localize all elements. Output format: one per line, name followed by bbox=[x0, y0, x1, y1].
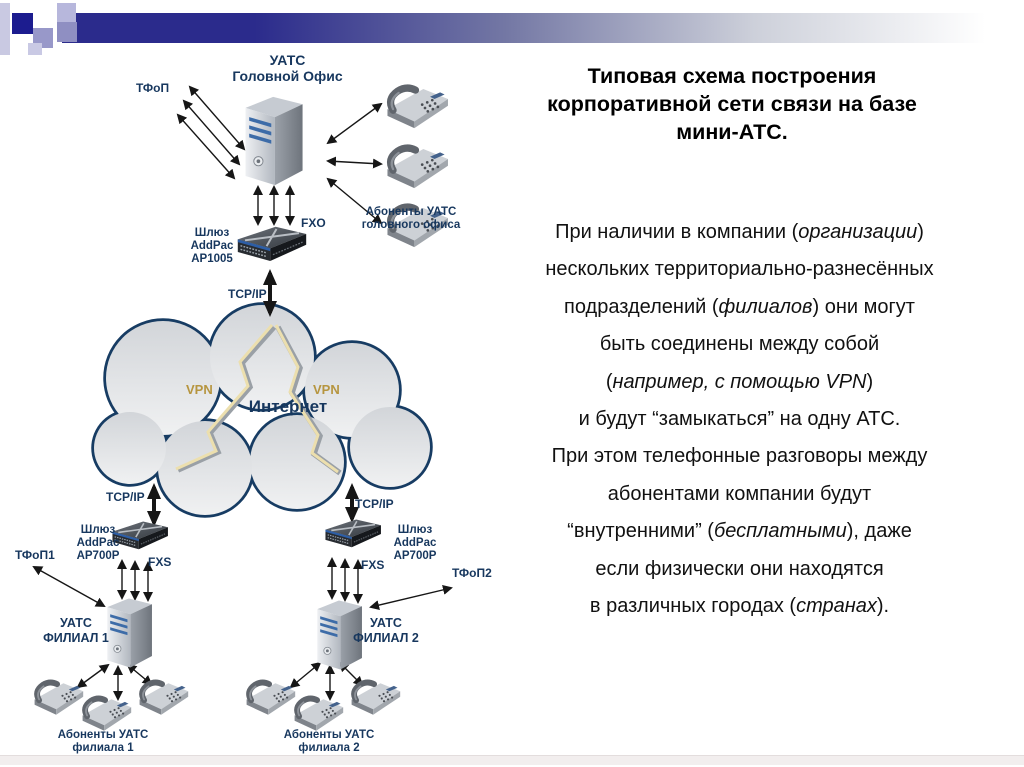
body-text-line: абонентами компании будут bbox=[607, 482, 872, 505]
body-text-line: При наличии в компании (организации) bbox=[555, 221, 924, 243]
lightning-bolt-icon bbox=[175, 324, 342, 476]
network-diagram-canvas bbox=[0, 0, 453, 767]
deco-square bbox=[57, 22, 77, 42]
label-fxs-branch2: FXS bbox=[361, 558, 385, 572]
label-internet: Интернет bbox=[248, 397, 328, 416]
label-gateway-branch2: Шлюз AddPac AP700P bbox=[393, 524, 437, 562]
label-vpn-left: VPN bbox=[186, 382, 213, 397]
label-subscribers-main: Абоненты УАТС головного офиса bbox=[361, 206, 461, 231]
label-tcpip-branch2: TCP/IP bbox=[355, 497, 394, 511]
deco-square bbox=[28, 43, 42, 55]
body-text-line: и будут “замыкаться” на одну АТС. bbox=[578, 408, 901, 431]
label-gateway-main: Шлюз AddPac AP1005 bbox=[190, 227, 234, 265]
body-text: При наличии в компании (организации) неск… bbox=[455, 214, 1024, 625]
label-pbx-branch1: УАТС ФИЛИАЛ 1 bbox=[43, 616, 109, 645]
header-accent-bar bbox=[62, 13, 1024, 43]
slide-bottom-edge bbox=[0, 755, 1024, 765]
label-subscribers-branch1: Абоненты УАТС филиала 1 bbox=[57, 729, 149, 754]
body-text-line: если физически они находятся bbox=[595, 557, 884, 580]
body-text-line: подразделений (филиалов) они могут bbox=[564, 295, 915, 318]
label-fxs-branch1: FXS bbox=[148, 555, 172, 569]
label-gateway-branch1: Шлюз AddPac AP700P bbox=[76, 524, 120, 562]
label-subscribers-branch2: Абоненты УАТС филиала 2 bbox=[283, 729, 375, 754]
label-vpn-right: VPN bbox=[313, 382, 340, 397]
body-text-line: в различных городах (странах). bbox=[589, 595, 890, 618]
body-text-line: При этом телефонные разговоры между bbox=[551, 445, 928, 468]
label-pstn-branch1: ТФоП1 bbox=[15, 548, 55, 562]
tcpip-arrows bbox=[147, 269, 359, 527]
body-text-line: (например, с помощью VPN) bbox=[605, 370, 874, 393]
deco-square bbox=[12, 13, 33, 34]
connection-arrows bbox=[32, 85, 453, 701]
label-tcpip-branch1: TCP/IP bbox=[106, 490, 145, 504]
label-fxo: FXO bbox=[301, 216, 326, 230]
label-pstn-main: ТФоП bbox=[136, 81, 170, 95]
label-pbx-branch2: УАТС ФИЛИАЛ 2 bbox=[353, 616, 419, 645]
body-text-line: нескольких территориально-разнесённых bbox=[545, 258, 934, 281]
label-head-office-pbx: УАТС Головной Офис bbox=[232, 52, 343, 84]
deco-square bbox=[0, 3, 10, 55]
body-text-line: “внутренними” (бесплатными), даже bbox=[567, 520, 912, 543]
deco-square bbox=[57, 3, 76, 22]
body-text-line: быть соединены между собой bbox=[599, 333, 880, 356]
slide-title: Типовая схема построения корпоративной с… bbox=[547, 64, 917, 144]
label-pstn-branch2: ТФоП2 bbox=[452, 566, 492, 580]
label-tcpip-main: TCP/IP bbox=[228, 287, 267, 301]
